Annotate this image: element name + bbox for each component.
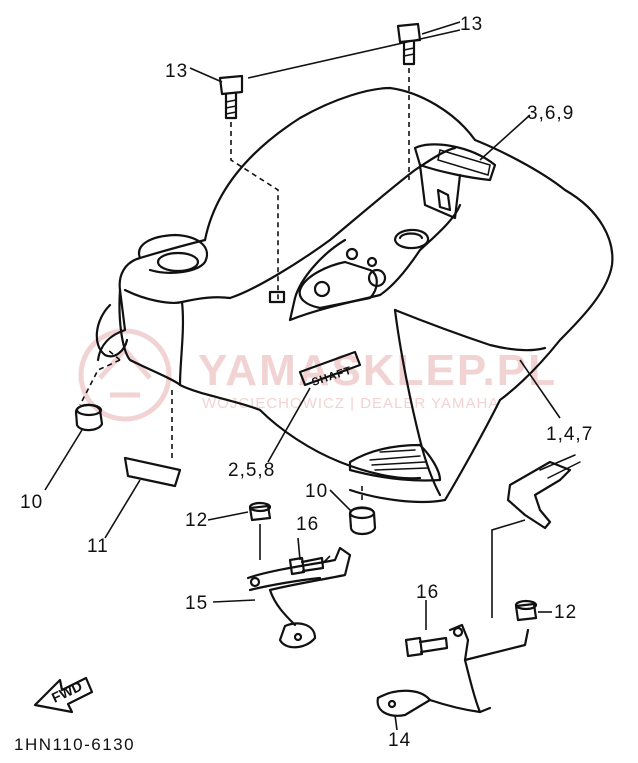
drawing-code: 1HN110-6130	[14, 735, 135, 754]
leader-13-right-b	[421, 21, 461, 35]
bolt-13-right	[396, 22, 422, 66]
callout-1-4-7: 1,4,7	[546, 424, 593, 445]
callout-14: 14	[388, 730, 411, 751]
leader-369	[479, 114, 531, 161]
fwd-label: FWD	[49, 678, 85, 706]
bolt-13-left	[218, 74, 244, 120]
cushion-10-left-path	[79, 349, 121, 406]
bolt-13-left-seat	[268, 290, 286, 304]
leader-15	[212, 599, 256, 603]
leader-10-left	[44, 429, 83, 491]
bolt-16-right	[404, 636, 449, 658]
leader-10-right	[329, 489, 353, 513]
callout-16-left: 16	[296, 514, 319, 535]
callout-2-5-8: 2,5,8	[228, 460, 275, 481]
leader-11	[104, 479, 141, 539]
rear-fender: SHAFT	[95, 86, 614, 504]
leader-13-left	[189, 67, 223, 83]
leader-13-right	[247, 29, 461, 79]
cushion-10-left	[74, 403, 104, 432]
nut-12-right	[514, 599, 538, 622]
leader-16-left	[297, 537, 301, 561]
callout-16-right: 16	[416, 582, 439, 603]
watermark-brand: YAMASKLEP.PL	[198, 346, 557, 395]
callout-13-right: 13	[460, 14, 483, 35]
bracket-14	[376, 623, 530, 717]
watermark: YAMASKLEP.PL WOJCIECHOWICZ | DEALER YAMA…	[78, 328, 557, 422]
bolt-13-left-path	[230, 122, 279, 300]
callout-11: 11	[87, 536, 109, 557]
callout-10-right: 10	[305, 481, 328, 502]
callout-3-6-9: 3,6,9	[527, 103, 574, 124]
bracket-14-path	[491, 519, 526, 618]
callout-12-right: 12	[554, 602, 577, 623]
callout-12-left: 12	[185, 510, 208, 531]
callout-10-left: 10	[20, 492, 43, 513]
nut-12-left	[248, 501, 272, 522]
callout-13-left: 13	[165, 61, 188, 82]
leader-147	[519, 359, 561, 419]
fwd-arrow: FWD	[33, 676, 94, 714]
leader-14	[394, 714, 398, 731]
callout-15: 15	[185, 593, 208, 614]
leader-12-left	[207, 511, 249, 521]
leader-258	[267, 387, 311, 463]
pad-11	[123, 456, 182, 488]
cushion-10-right	[348, 506, 377, 536]
frame-mount	[506, 454, 581, 530]
watermark-tagline: WOJCIECHOWICZ | DEALER YAMAHA	[202, 395, 499, 412]
bracket-15	[246, 546, 352, 649]
